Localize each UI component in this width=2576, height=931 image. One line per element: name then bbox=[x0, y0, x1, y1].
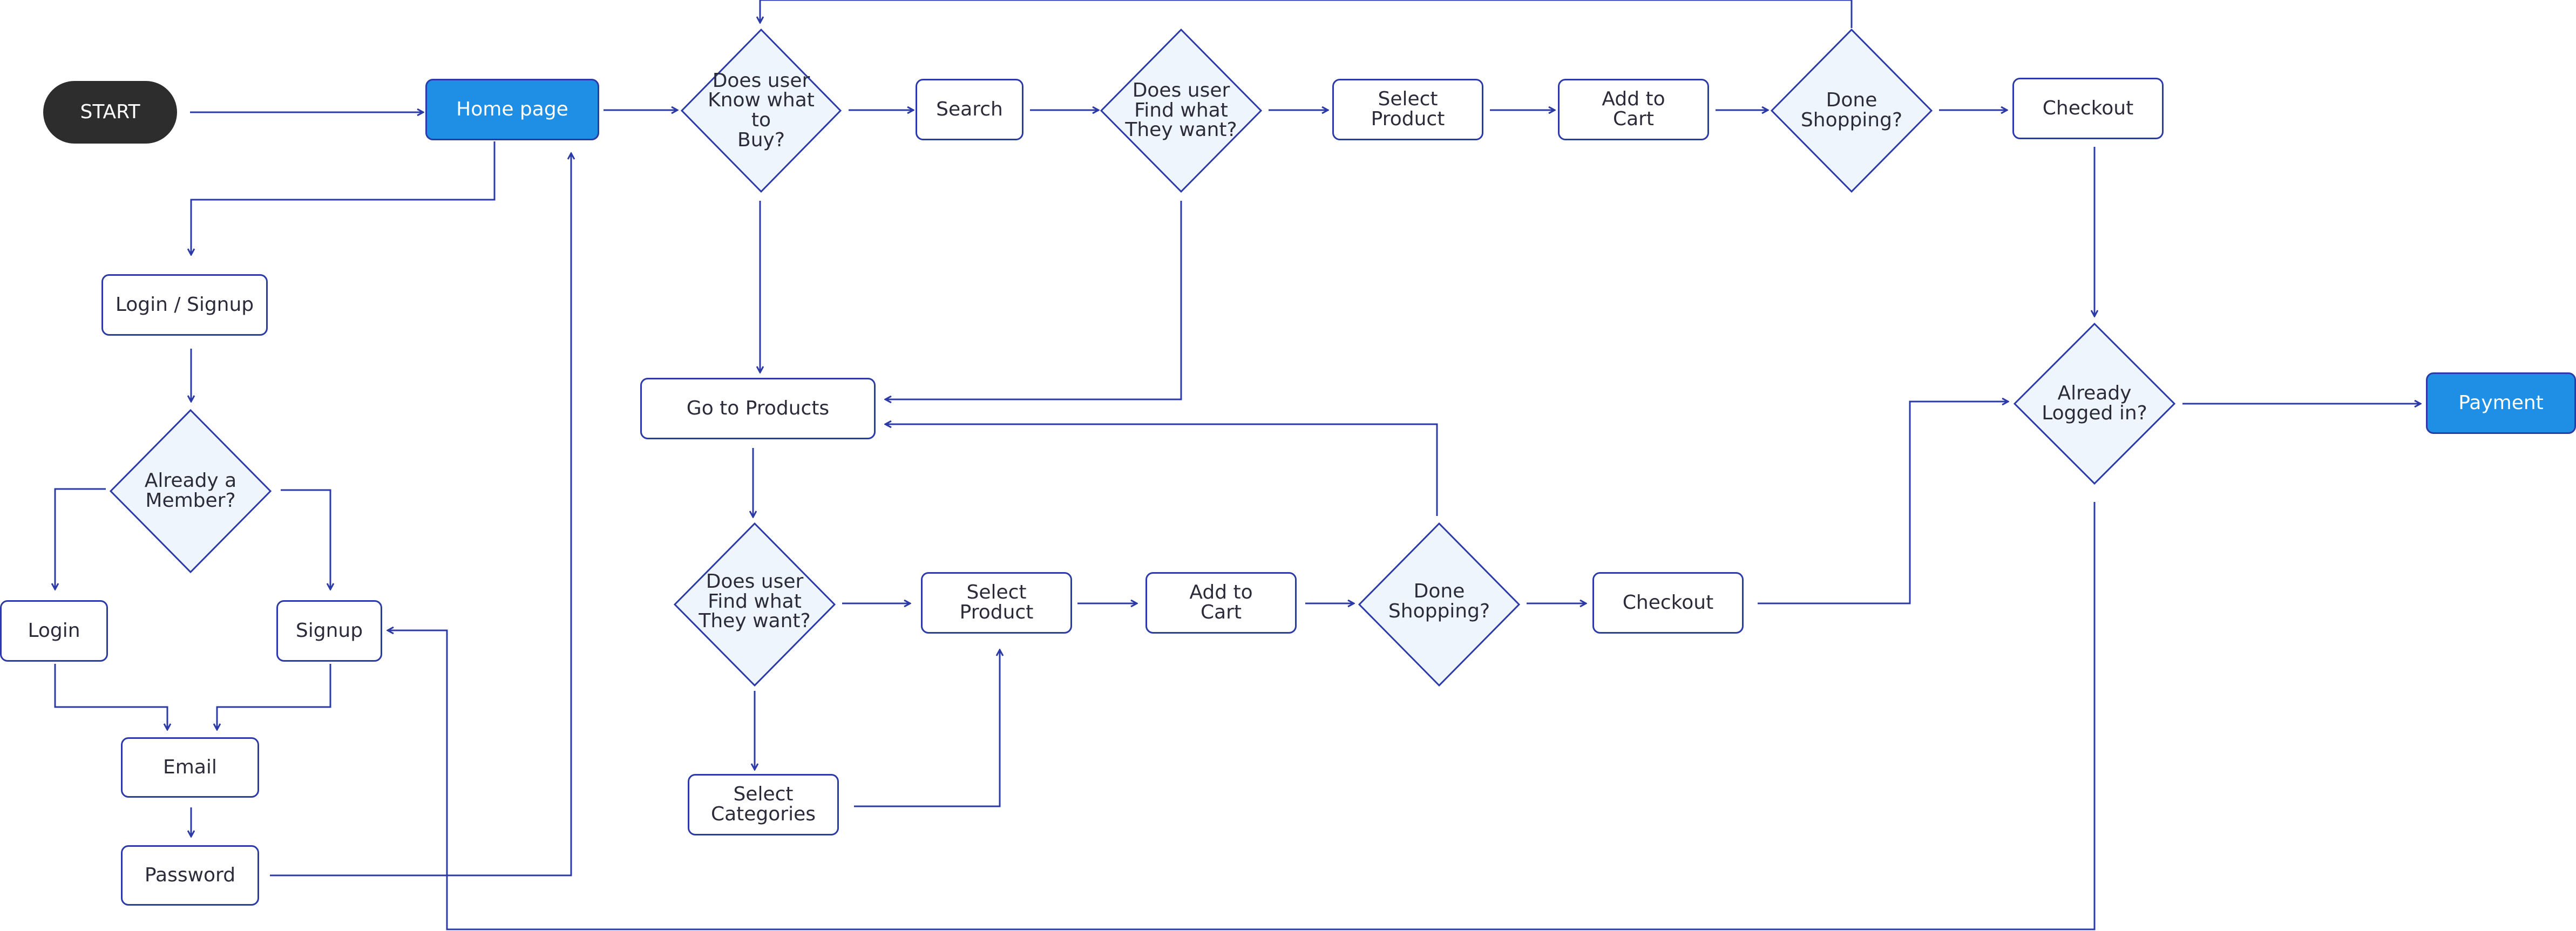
home-page-label: Home page bbox=[456, 98, 568, 120]
edge-home-to-login-signup bbox=[191, 141, 496, 255]
select-product-top-node: Select Product bbox=[1332, 79, 1483, 140]
select-product-bottom-node: Select Product bbox=[921, 572, 1072, 634]
edge-signup-to-email bbox=[217, 664, 331, 730]
diamond-know-what-to-buy bbox=[680, 28, 842, 193]
diamond-done-shopping-bottom bbox=[1358, 522, 1521, 687]
done-shopping-bottom-label: Done Shopping? bbox=[1388, 580, 1490, 622]
diamond-shapes bbox=[109, 28, 2176, 687]
login-signup-label: Login / Signup bbox=[115, 293, 254, 316]
select-categories-node: Select Categories bbox=[688, 774, 839, 835]
search-label: Search bbox=[936, 98, 1003, 120]
email-label: Email bbox=[163, 756, 217, 778]
diamond-already-logged-in bbox=[2013, 322, 2176, 485]
login-signup-node: Login / Signup bbox=[101, 274, 268, 336]
go-to-products-label: Go to Products bbox=[686, 397, 830, 419]
start-node: START bbox=[43, 81, 177, 144]
edge-done-bottom-to-products bbox=[885, 424, 1438, 516]
already-member-label: Already a Member? bbox=[144, 470, 237, 512]
add-to-cart-bottom-node: Add to Cart bbox=[1145, 572, 1297, 634]
login-label: Login bbox=[28, 619, 80, 642]
edge-find-top-to-products bbox=[885, 201, 1182, 399]
edge-checkout-bottom-to-logged-in bbox=[1758, 402, 2008, 604]
select-product-bottom-label: Select Product bbox=[959, 581, 1034, 623]
email-node: Email bbox=[121, 737, 259, 798]
select-product-top-label: Select Product bbox=[1371, 88, 1445, 130]
edge-login-to-email bbox=[54, 664, 167, 730]
add-to-cart-bottom-label: Add to Cart bbox=[1189, 581, 1253, 623]
payment-node: Payment bbox=[2426, 372, 2576, 434]
done-shopping-top-label: Done Shopping? bbox=[1800, 89, 1903, 131]
find-what-bottom-label: Does user Find what They want? bbox=[699, 570, 811, 633]
edge-logged-in-to-signup bbox=[388, 502, 2096, 930]
edge-categories-to-select bbox=[854, 650, 1000, 807]
find-what-top-label: Does user Find what They want? bbox=[1125, 79, 1237, 141]
select-categories-label: Select Categories bbox=[710, 783, 816, 825]
checkout-bottom-label: Checkout bbox=[1622, 591, 1714, 614]
login-node: Login bbox=[0, 600, 108, 662]
diamond-find-what-bottom bbox=[673, 522, 836, 687]
password-node: Password bbox=[121, 845, 259, 906]
checkout-top-label: Checkout bbox=[2042, 97, 2134, 119]
payment-label: Payment bbox=[2458, 391, 2544, 414]
diamond-find-what-top bbox=[1100, 28, 1263, 193]
add-to-cart-top-label: Add to Cart bbox=[1602, 88, 1665, 130]
know-what-to-buy-label: Does user Know what to Buy? bbox=[708, 69, 815, 151]
edge-done-loop-back bbox=[760, 0, 1853, 28]
add-to-cart-top-node: Add to Cart bbox=[1558, 79, 1709, 140]
checkout-top-node: Checkout bbox=[2012, 78, 2164, 139]
password-label: Password bbox=[144, 864, 236, 886]
home-page-node: Home page bbox=[425, 79, 599, 140]
edge-member-to-login bbox=[55, 488, 106, 589]
diamond-already-member bbox=[109, 409, 272, 574]
search-node: Search bbox=[916, 79, 1023, 140]
diamond-done-shopping-top bbox=[1770, 28, 1933, 193]
signup-label: Signup bbox=[295, 619, 363, 642]
edge-member-to-signup bbox=[281, 489, 330, 589]
checkout-bottom-node: Checkout bbox=[1592, 572, 1744, 634]
signup-node: Signup bbox=[276, 600, 382, 662]
go-to-products-node: Go to Products bbox=[640, 378, 876, 439]
start-label: START bbox=[80, 100, 140, 123]
edge-password-to-home bbox=[270, 153, 571, 876]
already-logged-in-label: Already Logged in? bbox=[2042, 382, 2147, 424]
